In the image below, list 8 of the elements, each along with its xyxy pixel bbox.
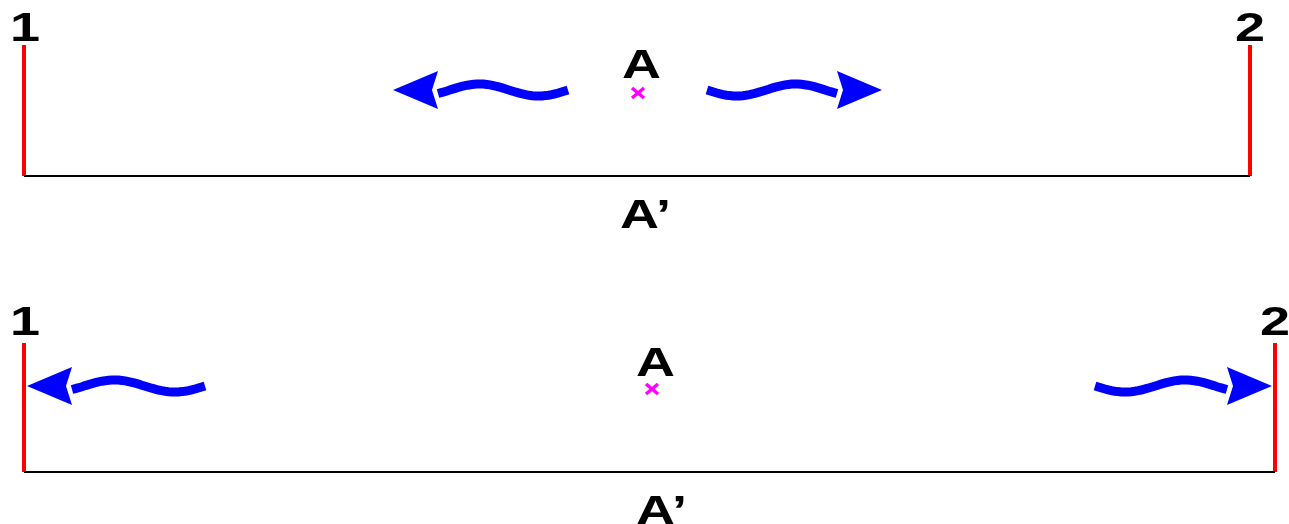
point-label: A’ (620, 194, 672, 234)
point-label: A (622, 44, 661, 84)
point-label: A’ (636, 490, 688, 524)
detector-number: 1 (10, 301, 41, 341)
detector-number: 2 (1235, 7, 1266, 47)
point-label: A (636, 342, 675, 382)
detector-number: 2 (1260, 301, 1289, 341)
detector-number: 1 (10, 7, 41, 47)
